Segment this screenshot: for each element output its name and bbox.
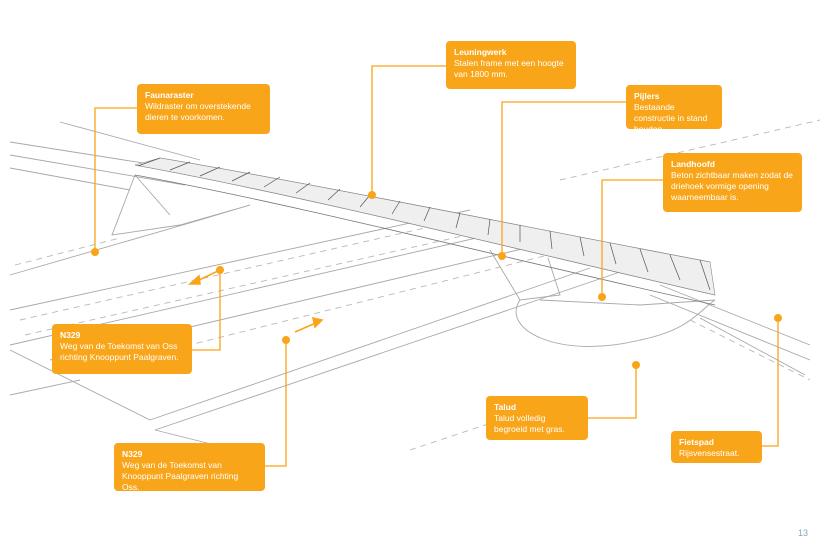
railing-panels — [134, 157, 716, 296]
page-number: 13 — [797, 528, 808, 538]
callout-text: Rijsvensestraat. — [679, 448, 740, 458]
callout-title: Fietspad — [679, 437, 714, 447]
callout-title: N329 — [122, 449, 143, 459]
callout-fietspad: Fietspad Rijsvensestraat. — [671, 431, 762, 463]
callout-title: Pijlers — [634, 91, 660, 101]
leader-lines — [94, 65, 779, 467]
callout-title: Leuningwerk — [454, 47, 507, 57]
callout-n329-oss: N329 Weg van de Toekomst van Oss richtin… — [52, 324, 192, 374]
callout-pijlers: Pijlers Bestaande constructie in stand h… — [626, 85, 722, 134]
callout-text: Bestaande constructie in stand houden. — [634, 102, 708, 134]
callout-title: Landhoofd — [671, 159, 715, 169]
direction-arrows — [187, 269, 324, 333]
callout-text: Weg van de Toekomst van Knooppunt Paalgr… — [122, 460, 239, 492]
callout-title: Talud — [494, 402, 517, 412]
callout-title: N329 — [60, 330, 81, 340]
callout-text: Stalen frame met een hoogte van 1800 mm. — [454, 58, 564, 79]
callout-n329-paalgraven: N329 Weg van de Toekomst van Knooppunt P… — [114, 443, 265, 492]
railing-posts — [137, 157, 711, 291]
callout-text: Weg van de Toekomst van Oss richting Kno… — [60, 341, 179, 362]
callout-faunaraster: Faunaraster Wildraster om overstekende d… — [137, 84, 270, 134]
callout-text: Talud volledig begroeid met gras. — [494, 413, 565, 434]
leader-dots — [91, 191, 782, 369]
callout-text: Wildraster om overstekende dieren te voo… — [145, 101, 251, 122]
callout-text: Beton zichtbaar maken zodat de driehoek … — [671, 170, 793, 202]
callout-talud: Talud Talud volledig begroeid met gras. — [486, 396, 588, 440]
road-lines — [9, 121, 811, 451]
callout-leuningwerk: Leuningwerk Stalen frame met een hoogte … — [446, 41, 576, 89]
callout-title: Faunaraster — [145, 90, 194, 100]
callout-landhoofd: Landhoofd Beton zichtbaar maken zodat de… — [663, 153, 802, 212]
